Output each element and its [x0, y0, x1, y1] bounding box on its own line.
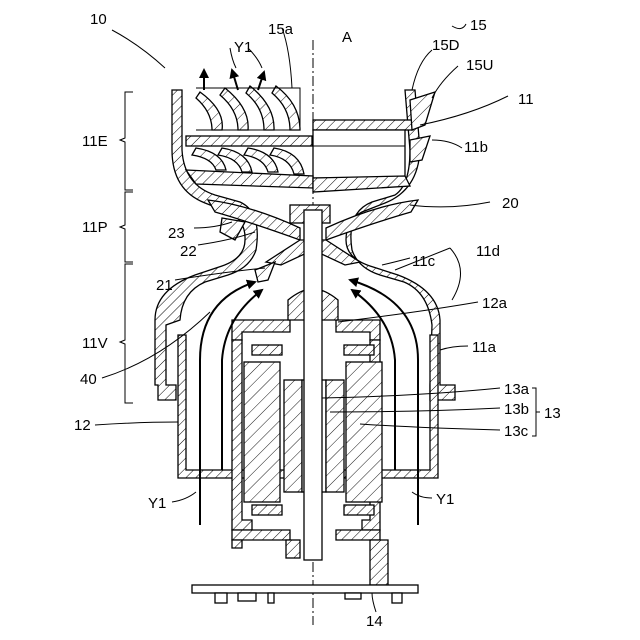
label-22: 22	[180, 243, 197, 260]
label-11c: 11c	[412, 253, 436, 270]
label-Y1-right: Y1	[436, 491, 454, 508]
label-20: 20	[502, 195, 519, 212]
label-15a: 15a	[268, 21, 294, 38]
fan-blades-upper	[196, 86, 300, 130]
label-15D: 15D	[432, 37, 460, 54]
label-23: 23	[168, 225, 185, 242]
label-Y1-top: Y1	[234, 39, 252, 56]
label-13: 13	[544, 405, 561, 422]
circuit-board	[192, 585, 418, 603]
label-13a: 13a	[504, 381, 530, 398]
label-13b: 13b	[504, 401, 529, 418]
zone-brackets	[120, 92, 133, 403]
label-13c: 13c	[504, 423, 529, 440]
label-12a: 12a	[482, 295, 508, 312]
label-11E: 11E	[82, 133, 108, 150]
label-11V: 11V	[82, 335, 108, 352]
fan-blades-lower	[192, 148, 304, 174]
label-15U: 15U	[466, 57, 494, 74]
label-14: 14	[366, 613, 383, 630]
label-12: 12	[74, 417, 91, 434]
label-11b: 11b	[464, 139, 488, 156]
label-Y1-left: Y1	[148, 495, 166, 512]
label-11a: 11a	[472, 339, 497, 356]
shaft-bottom-bearing	[286, 540, 300, 558]
label-A: A	[342, 29, 352, 46]
fan-assembly	[186, 86, 435, 192]
label-11: 11	[518, 91, 534, 108]
label-11d: 11d	[476, 243, 500, 260]
shaft	[304, 210, 322, 560]
label-40: 40	[80, 371, 97, 388]
label-21: 21	[156, 277, 173, 294]
label-11P: 11P	[82, 219, 108, 236]
label-15: 15	[470, 17, 487, 34]
label-10: 10	[90, 11, 107, 28]
